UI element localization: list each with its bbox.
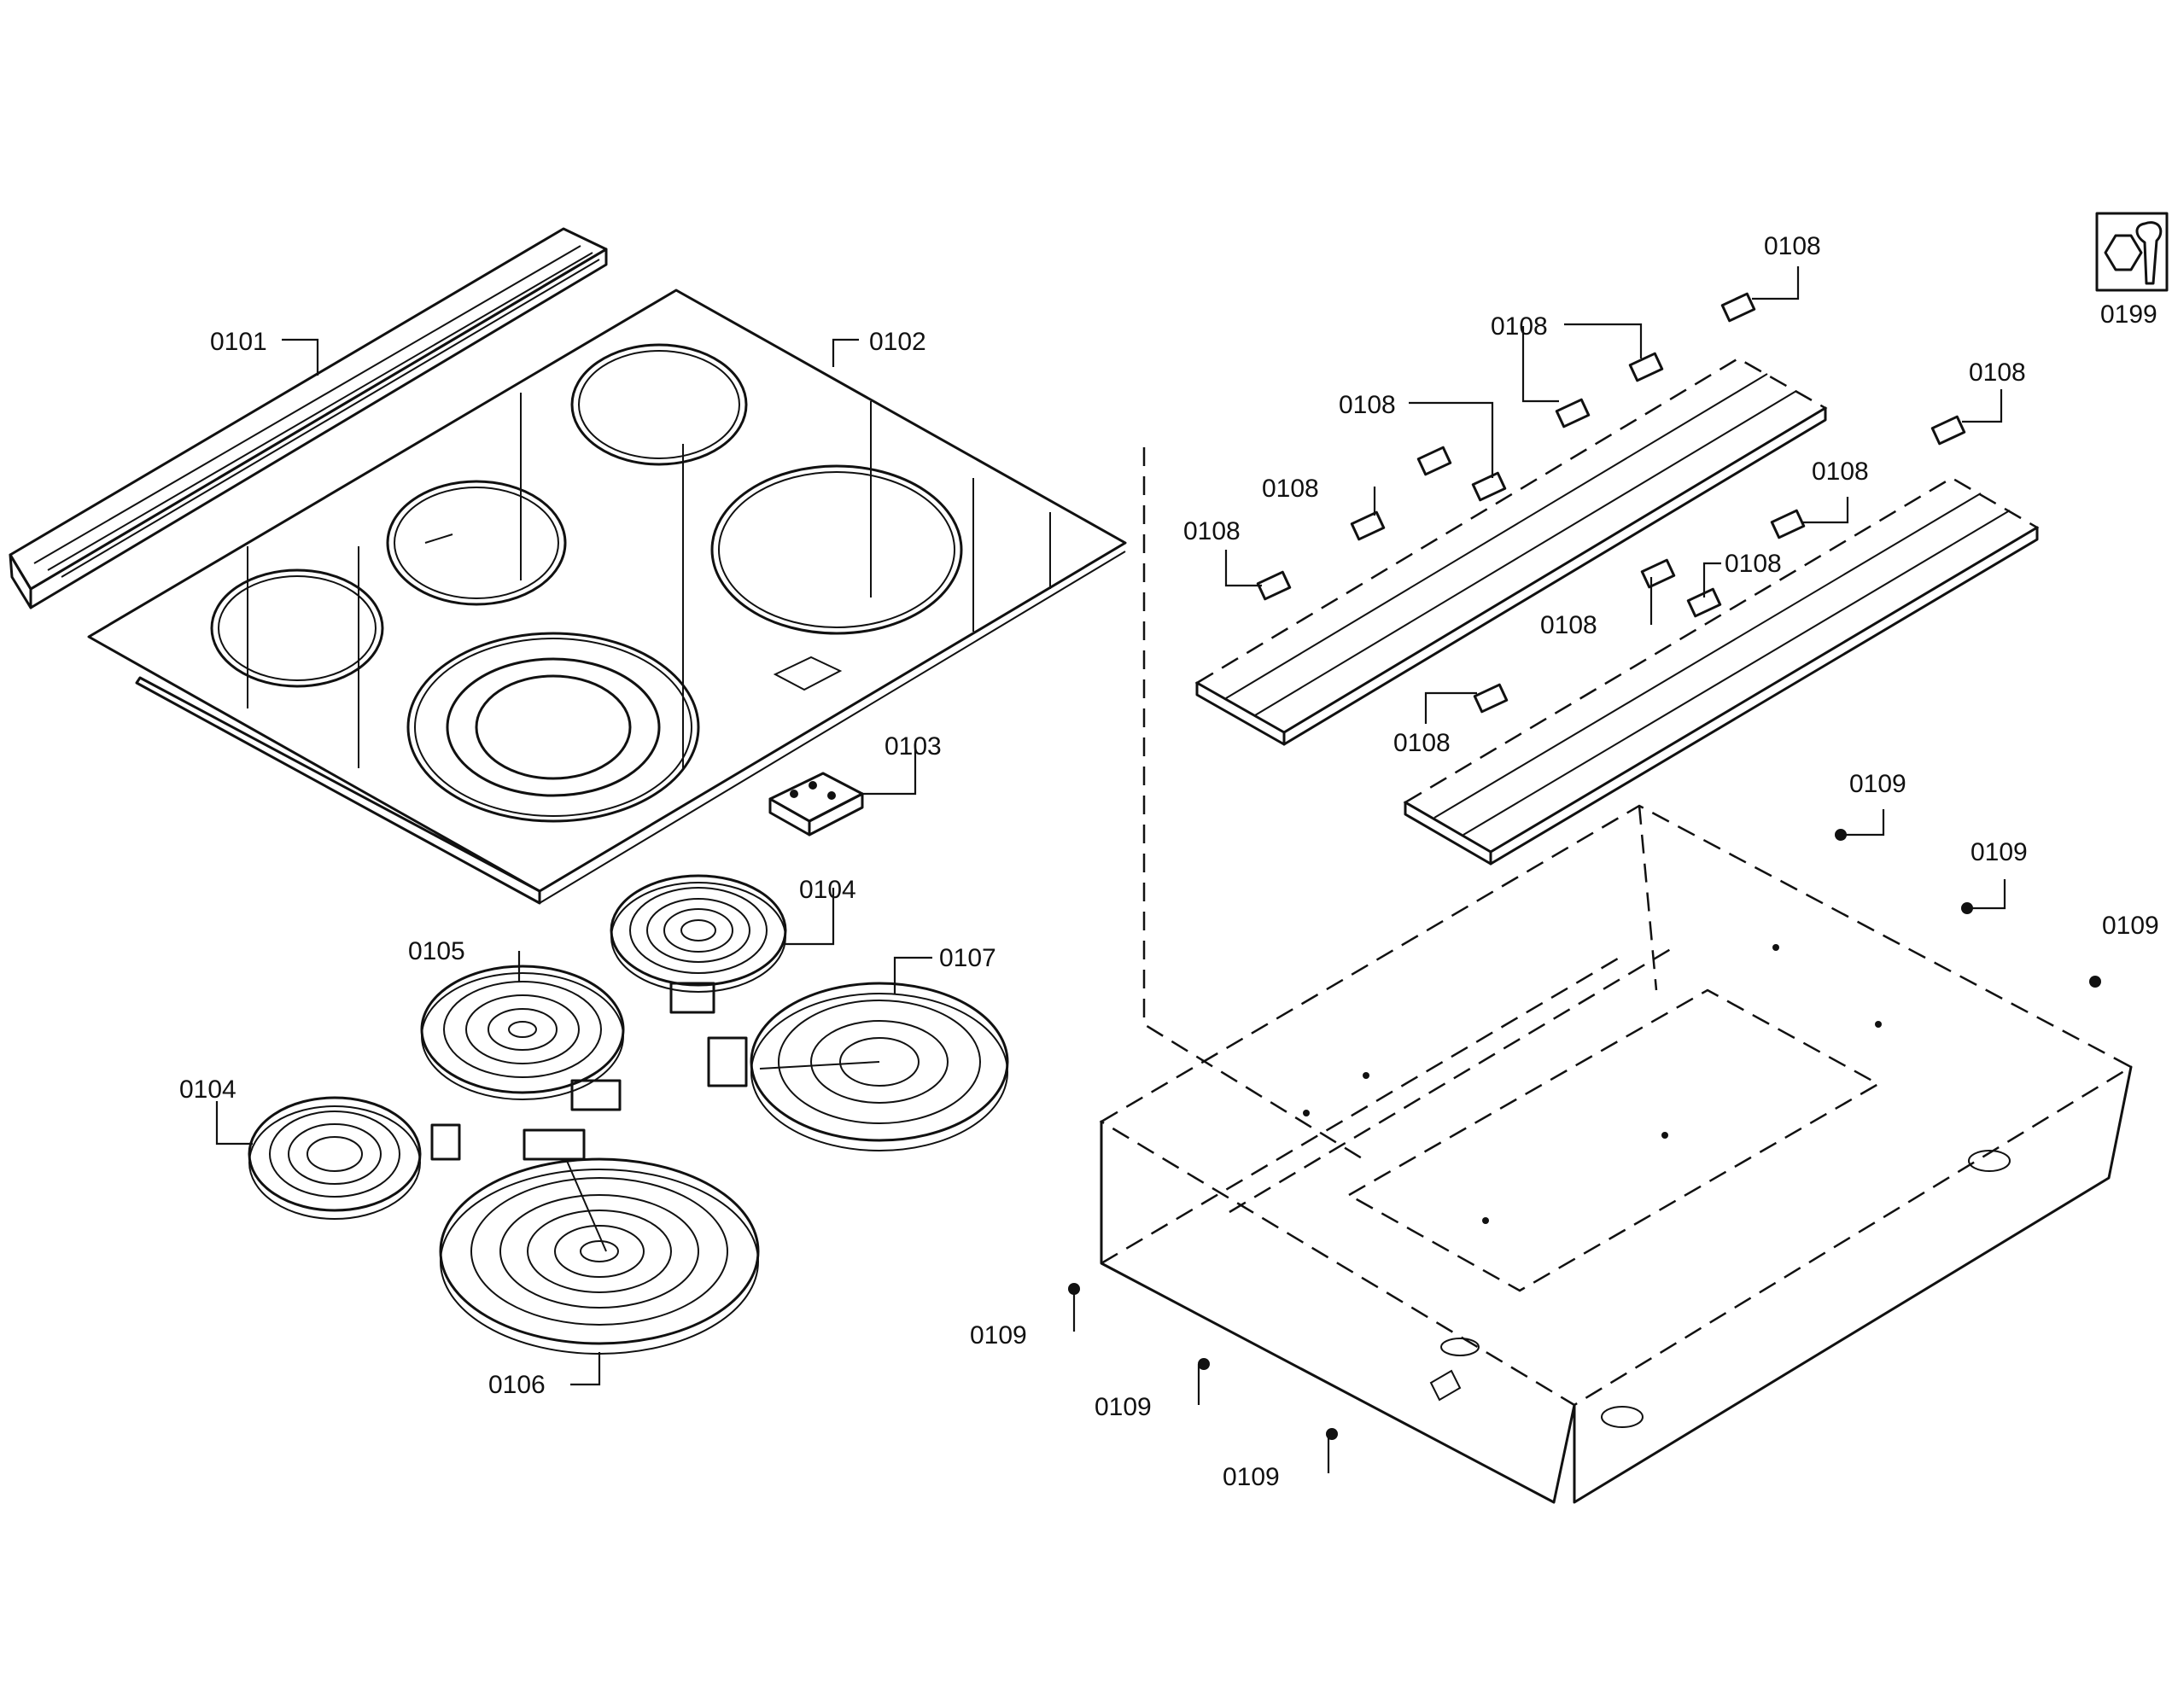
- callout-0108-b: 0108: [1491, 312, 1548, 341]
- callout-0108-e: 0108: [1183, 517, 1241, 545]
- radiant-element-large: [439, 1128, 760, 1355]
- callout-0103: 0103: [885, 732, 942, 761]
- radiant-element-small-lower: [248, 1096, 461, 1220]
- callout-0108-h: 0108: [1725, 550, 1782, 578]
- glass-cooktop-part: [87, 289, 1127, 905]
- cooktop-chassis-part: [1099, 804, 2134, 1504]
- callout-0108-d: 0108: [1262, 475, 1319, 503]
- callout-0109-d: 0109: [970, 1321, 1027, 1349]
- callout-0109-f: 0109: [1223, 1463, 1280, 1491]
- callout-0108-c: 0108: [1339, 391, 1396, 419]
- screw-parts: [1068, 829, 2101, 1440]
- callout-0109-c: 0109: [2102, 912, 2159, 940]
- callout-labels: 0101 0102 0103 0104 0105 0107 0104 0106 …: [179, 232, 2159, 1491]
- support-rail-upper: [1194, 357, 1828, 746]
- callout-0101: 0101: [210, 328, 267, 356]
- vent-trim-part: [9, 227, 608, 609]
- wrench-icon: [2095, 212, 2169, 292]
- callout-0105: 0105: [408, 937, 465, 965]
- radiant-element-small-upper: [610, 874, 787, 1014]
- callout-0109-e: 0109: [1095, 1393, 1152, 1421]
- assembly-guide-line: [1142, 447, 1367, 1163]
- callout-0107: 0107: [939, 944, 996, 972]
- callout-0108-f: 0108: [1969, 359, 2026, 387]
- callout-0108-g: 0108: [1812, 458, 1869, 486]
- support-rail-lower: [1403, 476, 2040, 866]
- clip-parts: [1256, 292, 1966, 714]
- radiant-element-medium: [420, 965, 625, 1111]
- callout-0108-a: 0108: [1764, 232, 1821, 260]
- callout-0109-b: 0109: [1971, 838, 2028, 866]
- callout-0199: 0199: [2100, 300, 2157, 329]
- terminal-block-part: [768, 772, 864, 837]
- callout-0108-j: 0108: [1393, 729, 1451, 757]
- callout-0104-lower: 0104: [179, 1076, 236, 1104]
- callout-0109-a: 0109: [1849, 770, 1906, 798]
- callout-0104-upper: 0104: [799, 876, 856, 904]
- callout-0102: 0102: [869, 328, 926, 356]
- leader-lines: [215, 266, 2006, 1473]
- radiant-element-dual: [707, 982, 1009, 1151]
- callout-0108-i: 0108: [1540, 611, 1597, 639]
- callout-0106: 0106: [488, 1371, 546, 1399]
